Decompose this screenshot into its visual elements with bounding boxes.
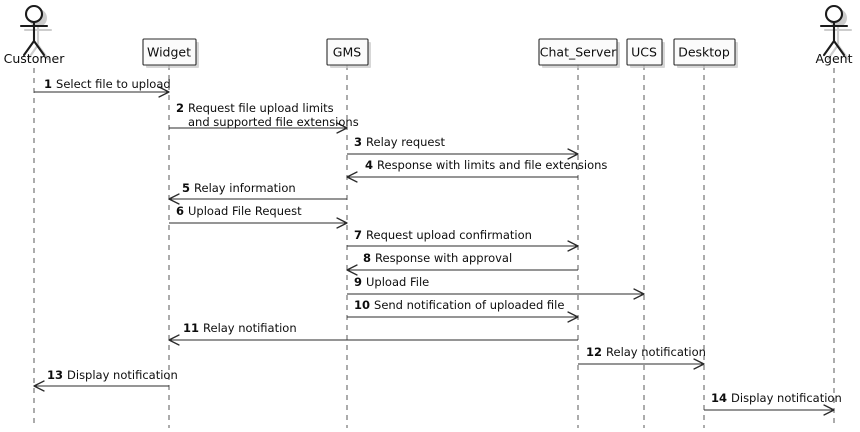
participant-agent[interactable]: Agent	[816, 4, 853, 66]
messages-layer: 1 Select file to upload 2 Request file uplo…	[33, 77, 842, 416]
message-label-6: 6 Upload File Request	[176, 204, 302, 218]
message-3[interactable]: 3 Relay request	[347, 135, 579, 160]
message-seq-5: 5	[182, 181, 190, 195]
message-label-9: 9 Upload File	[354, 275, 429, 289]
message-text-10: Send notification of uploaded file	[374, 298, 564, 312]
actor-head-agent	[824, 4, 844, 24]
actor-label-customer: Customer	[4, 51, 66, 66]
message-label-1: 1 Select file to upload	[44, 77, 171, 91]
participant-box-desktop[interactable]	[673, 38, 736, 66]
participant-widget[interactable]: Widget	[142, 38, 199, 68]
message-label-12: 12 Relay notification	[586, 345, 706, 359]
message-label-10: 10 Send notification of uploaded file	[354, 298, 564, 312]
message-text-7: Request upload confirmation	[366, 228, 532, 242]
arrow-head-14	[823, 404, 835, 416]
message-text-1: Select file to upload	[56, 77, 171, 91]
message-text-13: Display notification	[67, 368, 178, 382]
arrow-head-8	[346, 264, 358, 276]
message-seq-4: 4	[365, 158, 373, 172]
message-seq-8: 8	[363, 251, 371, 265]
message-label-13: 13 Display notification	[47, 368, 178, 382]
actor-label-agent: Agent	[816, 51, 853, 66]
message-seq-12: 12	[586, 345, 602, 359]
participant-label-desktop: Desktop	[678, 45, 730, 60]
message-label-2: 2 Request file upload limits	[176, 101, 334, 115]
message-seq-6: 6	[176, 204, 184, 218]
message-text-14: Display notification	[731, 391, 842, 405]
arrow-head-4	[346, 171, 358, 183]
message-label-11: 11 Relay notifiation	[183, 321, 297, 335]
message-9[interactable]: 9 Upload File	[347, 275, 645, 300]
arrow-head-7	[567, 240, 579, 252]
message-13[interactable]: 13 Display notification	[33, 368, 178, 392]
message-text-9: Upload File	[366, 275, 429, 289]
message-11[interactable]: 11 Relay notifiation	[168, 321, 578, 346]
actor-body-agent	[819, 20, 849, 57]
message-seq-7: 7	[354, 228, 362, 242]
message-text-11: Relay notifiation	[203, 321, 297, 335]
message-text-8: Response with approval	[375, 251, 512, 265]
participant-label-chat_server: Chat_Server	[540, 45, 617, 60]
message-seq-1: 1	[44, 77, 52, 91]
arrow-head-13	[33, 380, 45, 392]
message-4[interactable]: 4 Response with limits and file extension…	[346, 158, 607, 183]
arrow-head-1	[158, 86, 170, 98]
participant-label-ucs: UCS	[631, 45, 657, 60]
message-text-2-line2: and supported file extensions	[188, 115, 359, 129]
message-text-5: Relay information	[194, 181, 296, 195]
arrow-head-6	[336, 217, 348, 229]
message-label-4: 4 Response with limits and file extension…	[365, 158, 607, 172]
message-seq-3: 3	[354, 135, 362, 149]
message-7[interactable]: 7 Request upload confirmation	[347, 228, 579, 252]
message-14[interactable]: 14 Display notification	[704, 391, 842, 416]
participant-box-ucs[interactable]	[626, 38, 663, 66]
participant-box-widget[interactable]	[142, 38, 197, 66]
message-label-8: 8 Response with approval	[363, 251, 512, 265]
participant-box-chat_server[interactable]	[538, 38, 618, 66]
arrow-head-5	[168, 193, 180, 205]
message-text-6: Upload File Request	[188, 204, 302, 218]
message-12[interactable]: 12 Relay notification	[578, 345, 706, 370]
actor-head-customer	[24, 4, 44, 24]
message-text-2: Request file upload limits	[188, 101, 334, 115]
participant-desktop[interactable]: Desktop	[673, 38, 738, 68]
arrow-head-9	[633, 288, 645, 300]
participant-label-widget: Widget	[147, 45, 191, 60]
message-8[interactable]: 8 Response with approval	[346, 251, 578, 276]
message-label-5: 5 Relay information	[182, 181, 296, 195]
message-seq-2: 2	[176, 101, 184, 115]
message-seq-11: 11	[183, 321, 199, 335]
message-label-3: 3 Relay request	[354, 135, 445, 149]
arrow-head-2	[336, 122, 348, 134]
arrow-head-3	[567, 148, 579, 160]
message-seq-13: 13	[47, 368, 63, 382]
participant-ucs[interactable]: UCS	[626, 38, 665, 68]
message-10[interactable]: 10 Send notification of uploaded file	[347, 298, 579, 323]
message-text-3: Relay request	[366, 135, 445, 149]
participant-box-gms[interactable]	[326, 38, 369, 66]
message-1[interactable]: 1 Select file to upload	[34, 77, 171, 98]
message-6[interactable]: 6 Upload File Request	[169, 204, 348, 229]
message-seq-14: 14	[711, 391, 727, 405]
arrow-head-12	[693, 358, 705, 370]
message-seq-9: 9	[354, 275, 362, 289]
participant-chat_server[interactable]: Chat_Server	[538, 38, 620, 68]
participant-gms[interactable]: GMS	[326, 38, 371, 68]
message-5[interactable]: 5 Relay information	[168, 181, 347, 205]
participant-label-gms: GMS	[333, 45, 361, 60]
arrow-head-11	[168, 334, 180, 346]
actor-body-customer	[19, 20, 49, 57]
participants-layer: Customer Widget GMS Chat_Server UCS Desktop Ag…	[4, 4, 853, 68]
message-text-4: Response with limits and file extensions	[377, 158, 607, 172]
message-text-12: Relay notification	[606, 345, 706, 359]
message-label-14: 14 Display notification	[711, 391, 842, 405]
participant-customer[interactable]: Customer	[4, 4, 66, 66]
message-label-7: 7 Request upload confirmation	[354, 228, 532, 242]
message-seq-10: 10	[354, 298, 370, 312]
arrow-head-10	[567, 311, 579, 323]
